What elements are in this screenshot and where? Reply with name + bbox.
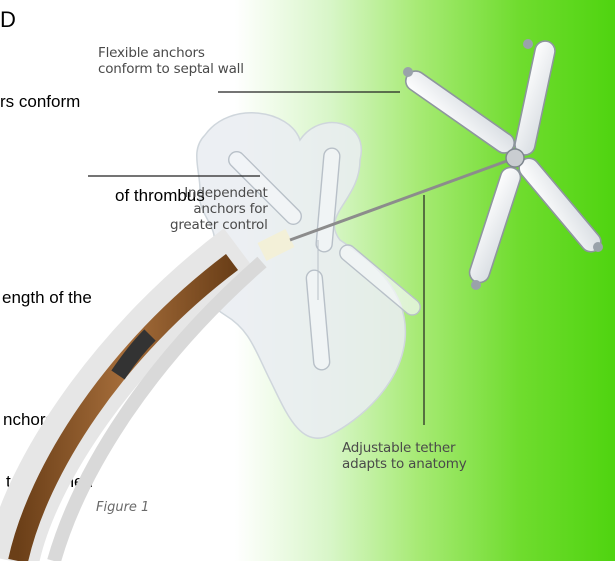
label-independent-line-3: greater control: [170, 217, 268, 233]
catheter-tip: [262, 238, 290, 252]
label-independent-line-1: Independent: [170, 185, 268, 201]
distal-hub: [506, 149, 524, 167]
label-flexible-anchors: Flexible anchors conform to septal wall: [98, 45, 244, 77]
label-tether-line-1: Adjustable tether: [342, 440, 467, 456]
figure-caption: Figure 1: [96, 500, 149, 515]
label-flexible-line-2: conform to septal wall: [98, 61, 244, 77]
label-adjustable-tether: Adjustable tether adapts to anatomy: [342, 440, 467, 472]
label-flexible-line-1: Flexible anchors: [98, 45, 244, 61]
label-tether-line-2: adapts to anatomy: [342, 456, 467, 472]
label-independent-line-2: anchors for: [170, 201, 268, 217]
label-independent-anchors: Independent anchors for greater control: [170, 185, 268, 233]
